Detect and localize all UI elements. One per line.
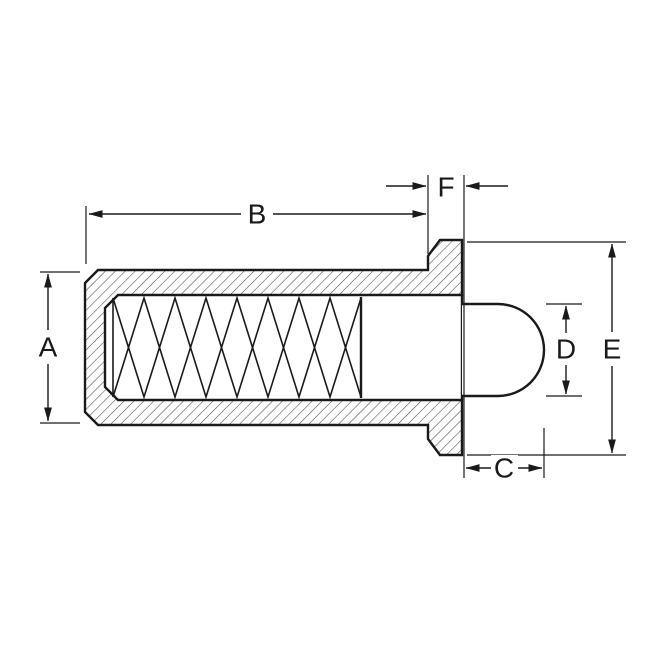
dimension-a: A xyxy=(33,271,80,424)
spring-coil-back xyxy=(112,295,362,400)
dimension-f: F xyxy=(386,172,508,478)
plunger-nose xyxy=(462,302,546,398)
label-background xyxy=(241,198,273,230)
label-background xyxy=(33,330,63,364)
dim-label-d: D xyxy=(556,334,576,365)
spring xyxy=(112,295,362,400)
label-background xyxy=(491,455,518,481)
dim-label-e: E xyxy=(603,334,622,365)
plunger-body-cross-section xyxy=(83,238,464,457)
label-background xyxy=(596,332,628,366)
dimension-c: C xyxy=(465,428,545,484)
dim-label-f: F xyxy=(437,172,454,203)
dim-label-c: C xyxy=(494,453,514,484)
dim-label-a: A xyxy=(39,332,58,363)
label-background xyxy=(552,333,580,365)
dimension-b: B xyxy=(85,175,429,264)
dimension-d: D xyxy=(546,303,582,397)
spring-coil-front xyxy=(112,295,362,400)
dim-label-b: B xyxy=(248,199,267,230)
